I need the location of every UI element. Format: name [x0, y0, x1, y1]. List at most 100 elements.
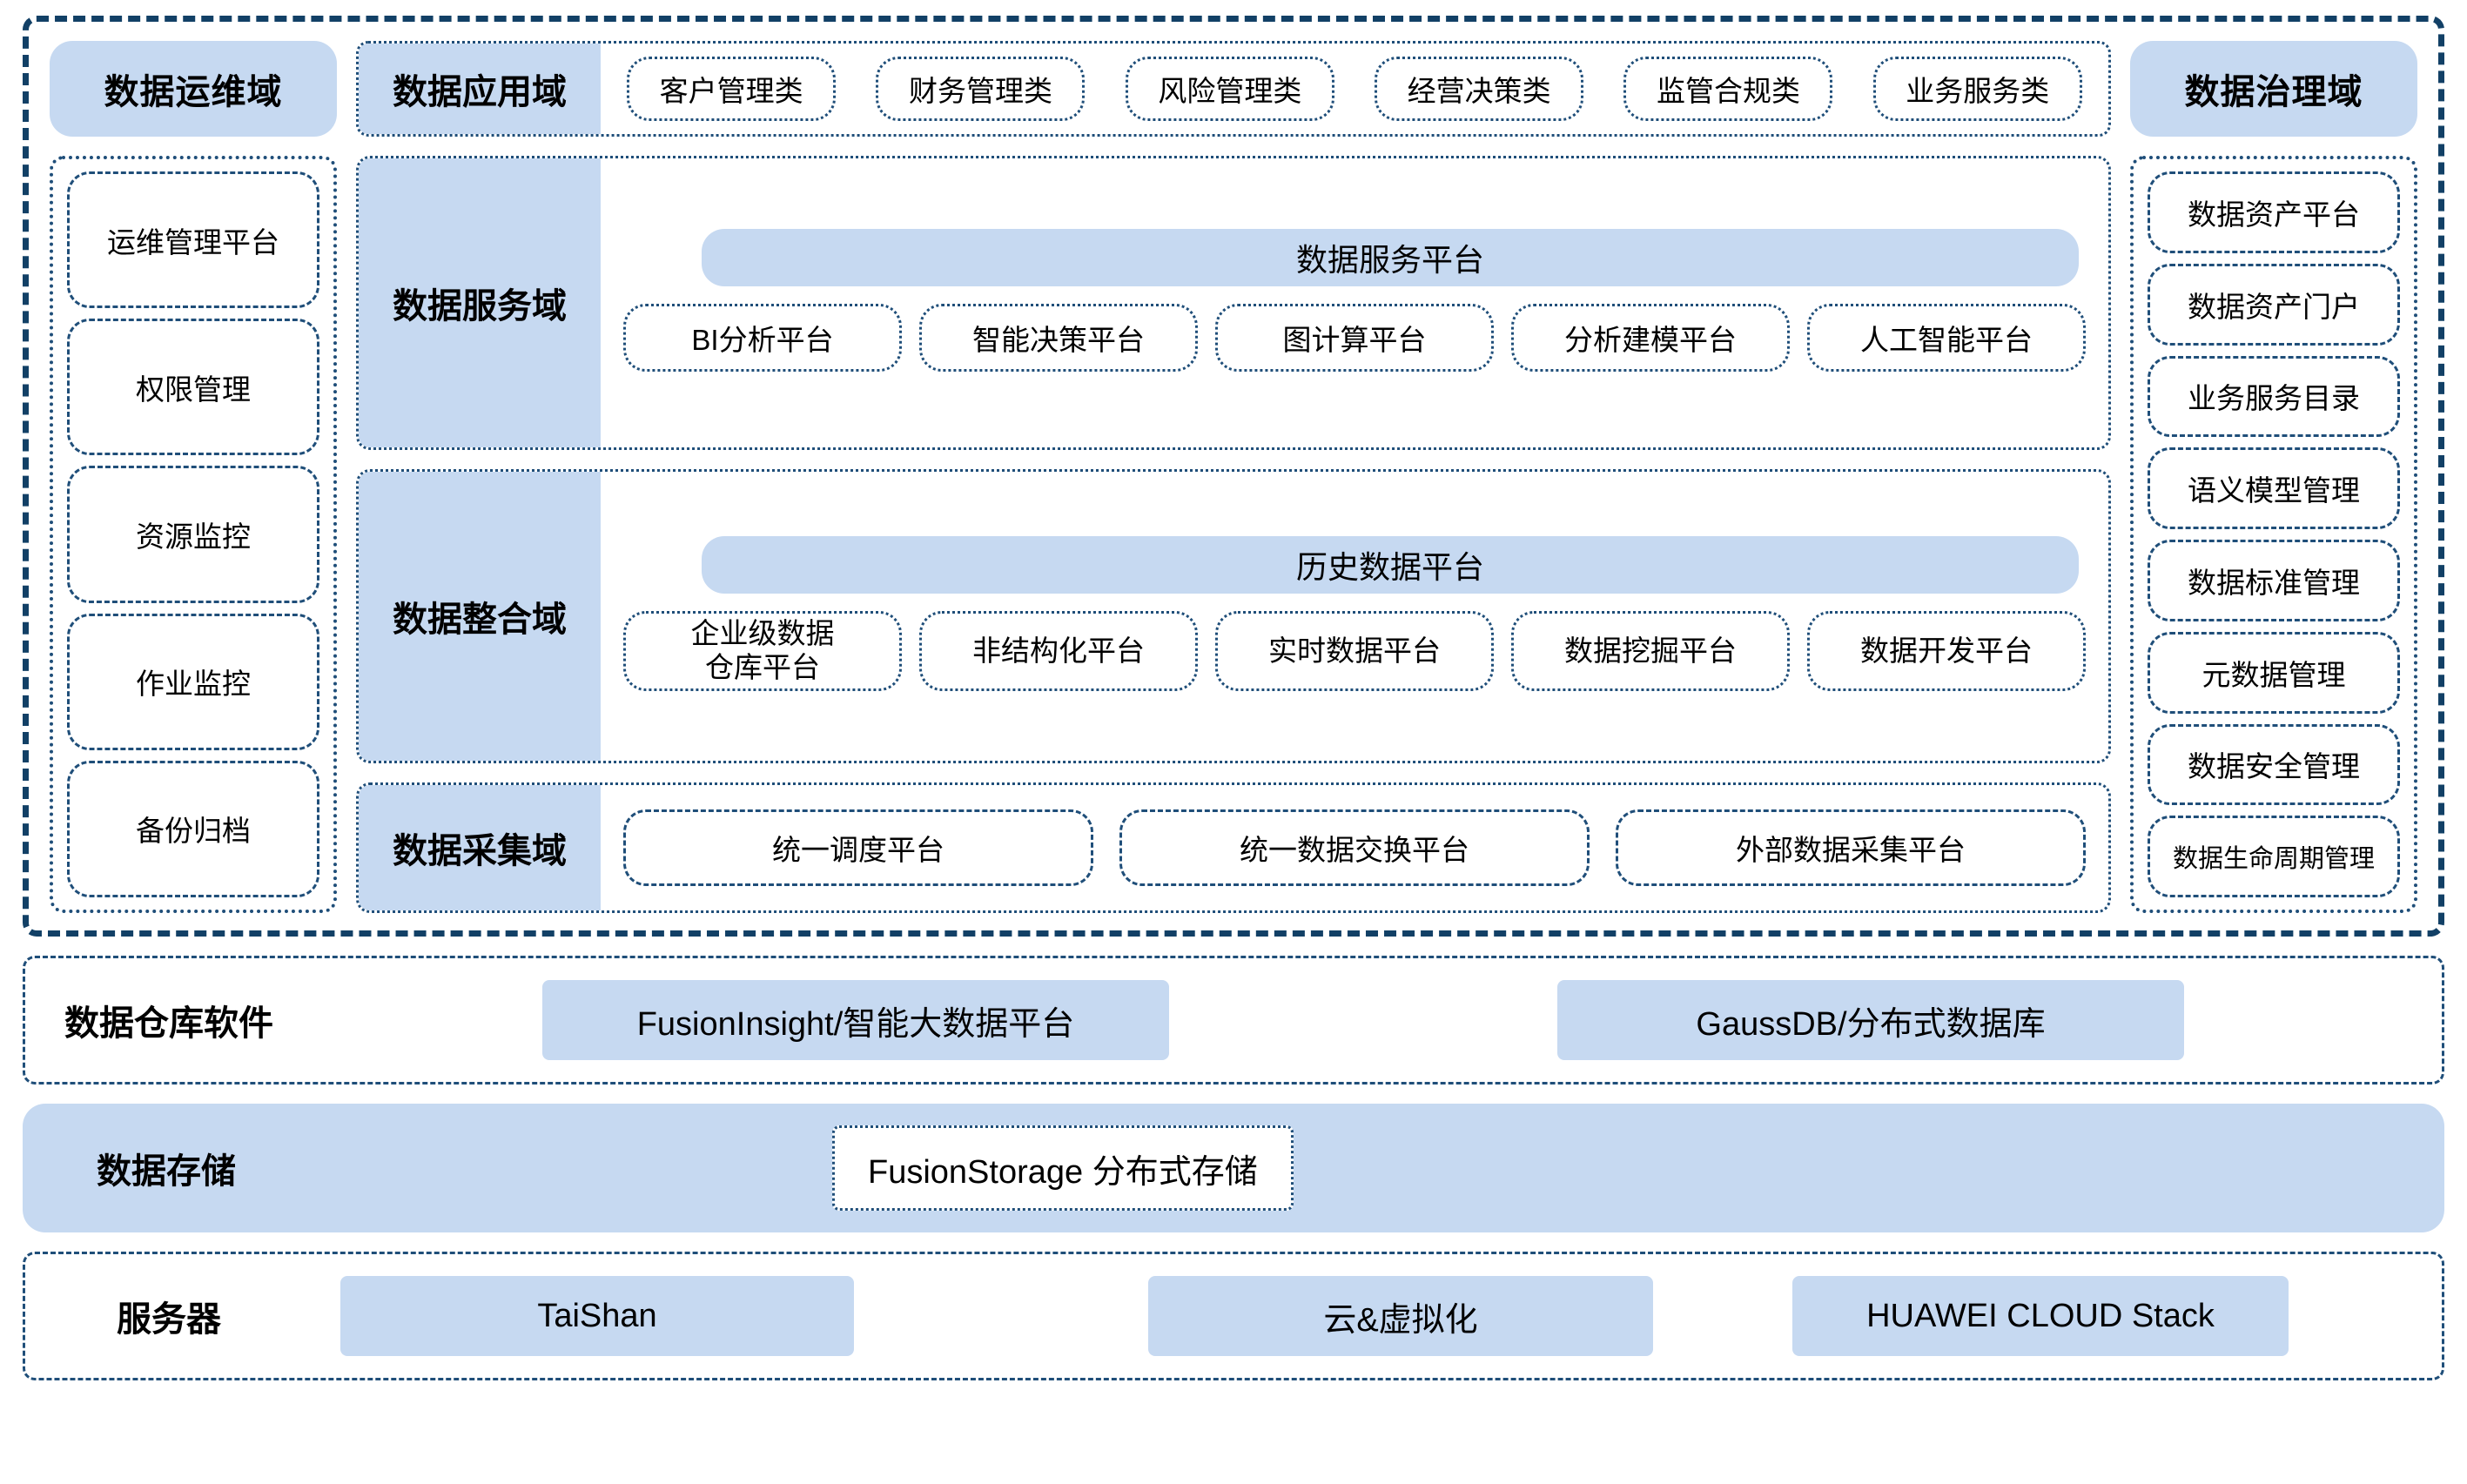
collection-platform-chip[interactable]: 统一数据交换平台 [1119, 809, 1590, 886]
collection-platform-chip[interactable]: 外部数据采集平台 [1616, 809, 2086, 886]
warehouse-chip-fusioninsight[interactable]: FusionInsight/智能大数据平台 [542, 980, 1169, 1060]
ops-item[interactable]: 权限管理 [67, 319, 319, 456]
data-service-platform-bar[interactable]: 数据服务平台 [702, 229, 2079, 286]
application-category-list: 客户管理类 财务管理类 风险管理类 经营决策类 监管合规类 业务服务类 [601, 44, 2108, 134]
data-storage-items: FusionStorage 分布式存储 [310, 1104, 2444, 1232]
data-collection-domain-block: 数据采集域 统一调度平台 统一数据交换平台 外部数据采集平台 [356, 782, 2111, 913]
ops-item-label: 运维管理平台 [107, 225, 279, 259]
app-category-label: 监管合规类 [1656, 75, 1800, 107]
governance-item-label: 数据生命周期管理 [2172, 845, 2375, 874]
storage-chip-label: FusionStorage 分布式存储 [868, 1153, 1258, 1191]
governance-item[interactable]: 数据安全管理 [2148, 723, 2400, 806]
app-category-chip[interactable]: 客户管理类 [627, 57, 837, 121]
governance-item-label: 数据资产门户 [2188, 290, 2360, 323]
warehouse-software-items: FusionInsight/智能大数据平台 GaussDB/分布式数据库 [313, 958, 2442, 1082]
service-platform-label: 人工智能平台 [1860, 324, 2033, 356]
ops-domain-title-label: 数据运维域 [104, 73, 283, 111]
center-column: 数据服务域 数据服务平台 BI分析平台 智能决策平台 图计算平台 分析建模平台 … [356, 156, 2111, 913]
history-data-platform-bar[interactable]: 历史数据平台 [702, 536, 2079, 594]
app-category-label: 客户管理类 [659, 75, 803, 107]
governance-item-label: 语义模型管理 [2188, 474, 2360, 507]
storage-chip-fusionstorage[interactable]: FusionStorage 分布式存储 [832, 1125, 1294, 1211]
app-category-chip[interactable]: 业务服务类 [1872, 57, 2082, 121]
governance-item-label: 元数据管理 [2201, 658, 2346, 691]
platform-domain-frame: 数据运维域 数据应用域 客户管理类 财务管理类 风险管理类 经营决策类 监管合规… [23, 16, 2444, 937]
governance-item[interactable]: 数据资产平台 [2148, 171, 2400, 253]
data-integration-domain-label-text: 数据整合域 [393, 601, 567, 639]
integration-platform-chip[interactable]: 数据开发平台 [1807, 611, 2086, 691]
integration-platform-label: 数据开发平台 [1860, 634, 2033, 667]
app-category-label: 业务服务类 [1906, 75, 2050, 107]
data-service-domain-label-text: 数据服务域 [393, 287, 567, 326]
app-category-chip[interactable]: 财务管理类 [876, 57, 1086, 121]
app-category-label: 风险管理类 [1158, 75, 1302, 107]
server-chip-cloud-virtualization[interactable]: 云&虚拟化 [1148, 1276, 1653, 1356]
governance-item[interactable]: 语义模型管理 [2148, 447, 2400, 529]
service-platform-chip[interactable]: 分析建模平台 [1511, 304, 1790, 372]
governance-item[interactable]: 业务服务目录 [2148, 355, 2400, 438]
app-category-chip[interactable]: 风险管理类 [1125, 57, 1334, 121]
server-items: TaiShan 云&虚拟化 HUAWEI CLOUD Stack [313, 1254, 2442, 1378]
ops-item-label: 资源监控 [136, 520, 251, 553]
integration-platform-chip[interactable]: 企业级数据仓库平台 [623, 611, 902, 691]
data-service-platform-bar-label: 数据服务平台 [1295, 242, 1484, 278]
data-integration-chip-row: 企业级数据仓库平台 非结构化平台 实时数据平台 数据挖掘平台 数据开发平台 [623, 611, 2086, 691]
collection-platform-label: 外部数据采集平台 [1736, 834, 1966, 866]
data-integration-domain-body: 历史数据平台 企业级数据仓库平台 非结构化平台 实时数据平台 数据挖掘平台 数据… [601, 472, 2108, 761]
warehouse-chip-gaussdb[interactable]: GaussDB/分布式数据库 [1557, 980, 2184, 1060]
data-storage-band: 数据存储 FusionStorage 分布式存储 [23, 1104, 2444, 1232]
governance-item-label: 数据标准管理 [2188, 566, 2360, 599]
governance-item[interactable]: 数据生命周期管理 [2148, 816, 2400, 897]
ops-domain-column: 运维管理平台 权限管理 资源监控 作业监控 备份归档 [50, 156, 337, 913]
data-service-chip-row: BI分析平台 智能决策平台 图计算平台 分析建模平台 人工智能平台 [623, 304, 2086, 372]
app-category-label: 经营决策类 [1407, 75, 1551, 107]
warehouse-chip-label: FusionInsight/智能大数据平台 [636, 1005, 1075, 1043]
governance-item[interactable]: 数据标准管理 [2148, 540, 2400, 621]
collection-platform-label: 统一调度平台 [772, 834, 944, 866]
app-category-label: 财务管理类 [908, 75, 1052, 107]
ops-item[interactable]: 备份归档 [67, 760, 319, 898]
integration-platform-label: 企业级数据仓库平台 [690, 617, 835, 683]
integration-platform-label: 数据挖掘平台 [1564, 634, 1737, 667]
server-chip-label: HUAWEI CLOUD Stack [1866, 1297, 2215, 1334]
governance-domain-title-label: 数据治理域 [2184, 73, 2363, 111]
service-platform-chip[interactable]: 图计算平台 [1215, 304, 1494, 372]
governance-item[interactable]: 元数据管理 [2148, 631, 2400, 714]
governance-item[interactable]: 数据资产门户 [2148, 263, 2400, 346]
ops-item[interactable]: 作业监控 [67, 613, 319, 750]
server-title: 服务器 [117, 1300, 221, 1339]
data-collection-domain-label-text: 数据采集域 [393, 832, 567, 870]
integration-platform-label: 实时数据平台 [1268, 634, 1441, 667]
governance-domain-column: 数据资产平台 数据资产门户 业务服务目录 语义模型管理 数据标准管理 元数据管理… [2130, 156, 2417, 913]
service-platform-label: 智能决策平台 [972, 324, 1145, 356]
service-platform-label: 分析建模平台 [1564, 324, 1737, 356]
data-service-domain-block: 数据服务域 数据服务平台 BI分析平台 智能决策平台 图计算平台 分析建模平台 … [356, 156, 2111, 450]
warehouse-software-title: 数据仓库软件 [64, 1004, 273, 1043]
history-data-platform-bar-label: 历史数据平台 [1295, 549, 1484, 585]
ops-item[interactable]: 运维管理平台 [67, 171, 319, 309]
data-integration-domain-label: 数据整合域 [359, 472, 601, 761]
service-platform-chip[interactable]: 人工智能平台 [1807, 304, 2086, 372]
ops-item[interactable]: 资源监控 [67, 466, 319, 603]
app-category-chip[interactable]: 经营决策类 [1375, 57, 1584, 121]
integration-platform-chip[interactable]: 实时数据平台 [1215, 611, 1494, 691]
governance-item-label: 数据安全管理 [2188, 750, 2360, 783]
server-chip-taishan[interactable]: TaiShan [340, 1276, 854, 1356]
ops-item-label: 备份归档 [136, 815, 251, 848]
server-chip-label: TaiShan [537, 1297, 657, 1334]
integration-platform-chip[interactable]: 数据挖掘平台 [1511, 611, 1790, 691]
data-storage-title: 数据存储 [97, 1152, 236, 1191]
top-row: 数据运维域 数据应用域 客户管理类 财务管理类 风险管理类 经营决策类 监管合规… [50, 41, 2417, 137]
app-category-chip[interactable]: 监管合规类 [1623, 57, 1833, 121]
service-platform-chip[interactable]: BI分析平台 [623, 304, 902, 372]
warehouse-software-band: 数据仓库软件 FusionInsight/智能大数据平台 GaussDB/分布式… [23, 956, 2444, 1084]
server-chip-label: 云&虚拟化 [1323, 1301, 1478, 1339]
collection-platform-label: 统一数据交换平台 [1240, 834, 1469, 866]
server-chip-huawei-cloud-stack[interactable]: HUAWEI CLOUD Stack [1792, 1276, 2289, 1356]
collection-platform-chip[interactable]: 统一调度平台 [623, 809, 1093, 886]
integration-platform-label: 非结构化平台 [972, 634, 1145, 667]
ops-item-label: 权限管理 [136, 373, 251, 406]
integration-platform-chip[interactable]: 非结构化平台 [919, 611, 1198, 691]
service-platform-chip[interactable]: 智能决策平台 [919, 304, 1198, 372]
